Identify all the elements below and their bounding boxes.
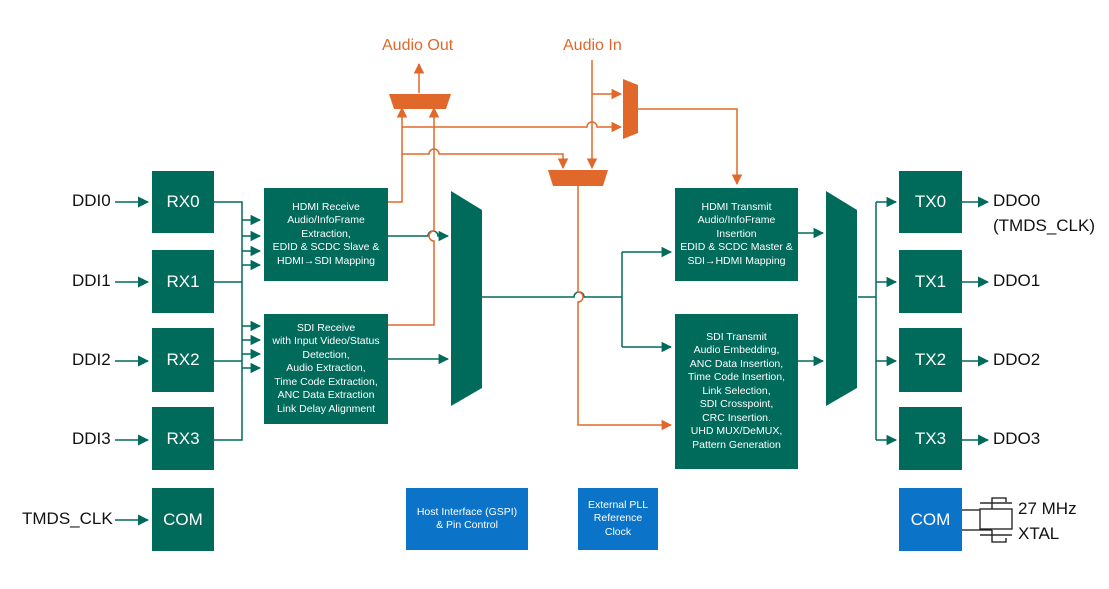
sdi-receive-block: SDI Receive with Input Video/Status Dete… [264, 314, 388, 424]
hdmi-receive-block: HDMI Receive Audio/InfoFrame Extraction,… [264, 188, 388, 281]
input-label: DDI2 [72, 350, 111, 369]
rx-port: RX1 [152, 250, 214, 313]
output-label: DDO3 [993, 429, 1041, 448]
output-mux [826, 191, 857, 406]
transmit-to-mux [798, 227, 825, 367]
tmds-clk-input-label: TMDS_CLK [22, 509, 113, 528]
audio-in-mux [623, 79, 638, 139]
tx-port: TX2 [899, 328, 962, 392]
tx-port: TX3 [899, 407, 962, 470]
audio-out-label: Audio Out [382, 37, 454, 54]
rx-port: RX2 [152, 328, 214, 392]
input-label: DDI0 [72, 191, 111, 210]
xtal-symbol [979, 502, 1013, 536]
audio-in-label: Audio In [563, 37, 622, 54]
xtal-frequency-label: 27 MHz [1018, 499, 1077, 518]
output-arrows [962, 196, 990, 446]
rx-bus [214, 201, 262, 441]
tx-port: TX1 [899, 250, 962, 313]
audio-out-mux [389, 94, 451, 109]
audio-paths [388, 60, 743, 431]
xtal-label: XTAL [1018, 524, 1060, 543]
video-crosspoint-mux [451, 191, 482, 406]
external-pll-block: External PLL Reference Clock [578, 488, 658, 550]
output-label: DDO1 [993, 271, 1041, 290]
sdi-transmit-block: SDI Transmit Audio Embedding, ANC Data I… [675, 314, 798, 469]
output-label: DDO0 [993, 191, 1041, 210]
input-arrows [115, 196, 150, 526]
mux-to-transmit [482, 246, 673, 353]
tx-port: TX0 [899, 171, 962, 233]
hdmi-transmit-block: HDMI Transmit Audio/InfoFrame Insertion … [675, 188, 798, 281]
receive-to-mux [388, 230, 450, 365]
com-left-block: COM [152, 488, 214, 551]
tx-bus [858, 196, 898, 446]
rx-port: RX0 [152, 171, 214, 233]
input-label: DDI3 [72, 429, 111, 448]
sdi-audio-mux [548, 170, 608, 186]
input-label: DDI1 [72, 271, 111, 290]
com-right-block: COM [899, 488, 962, 551]
rx-port: RX3 [152, 407, 214, 470]
host-interface-block: Host Interface (GSPI) & Pin Control [406, 488, 528, 550]
output-label: DDO2 [993, 350, 1041, 369]
tmds-clk-output-label: (TMDS_CLK) [993, 216, 1096, 235]
